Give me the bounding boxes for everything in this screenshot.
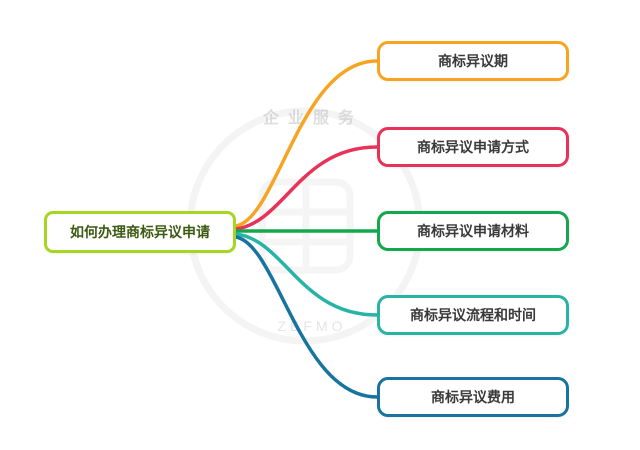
branch-connector <box>234 59 379 228</box>
branch-node-opposition-fee[interactable]: 商标异议费用 <box>377 377 569 417</box>
branch-node-process-and-time[interactable]: 商标异议流程和时间 <box>377 295 569 335</box>
branch-node-application-method[interactable]: 商标异议申请方式 <box>377 127 569 167</box>
watermark-bottom-text: ZEFMO <box>277 318 347 334</box>
branch-node-application-materials[interactable]: 商标异议申请材料 <box>377 211 569 251</box>
branch-connector <box>234 145 379 231</box>
branch-node-opposition-period[interactable]: 商标异议期 <box>377 41 569 81</box>
branch-connector <box>234 232 379 317</box>
root-node[interactable]: 如何办理商标异议申请 <box>44 211 236 253</box>
branch-connector <box>234 235 379 399</box>
watermark-top-text: 企业服务 <box>262 110 363 127</box>
